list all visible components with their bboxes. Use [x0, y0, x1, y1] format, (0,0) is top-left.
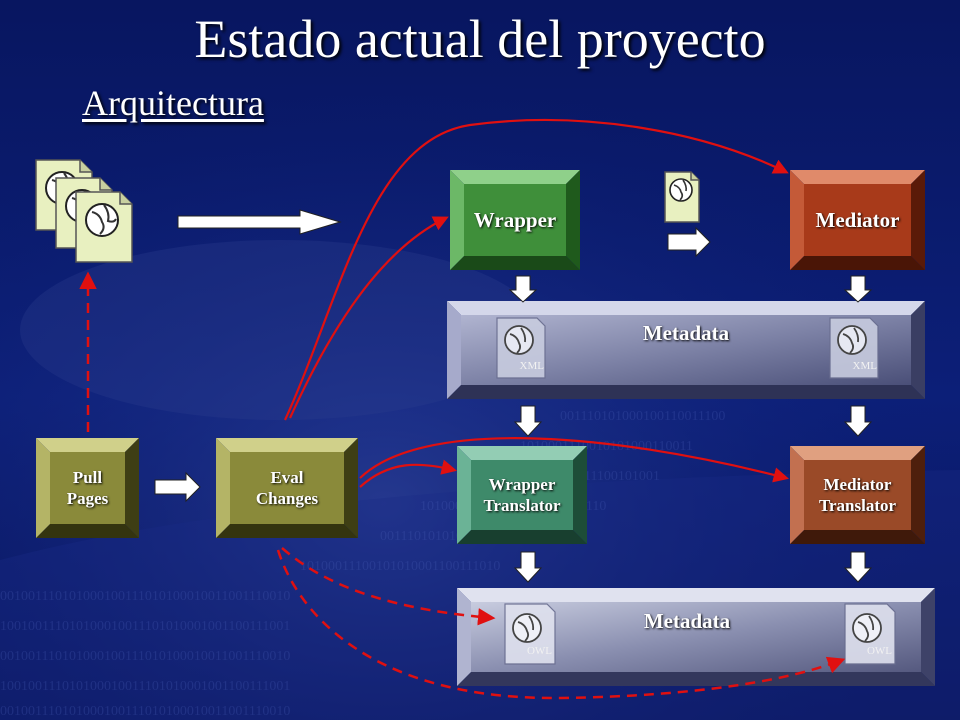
mediator-box — [790, 170, 925, 270]
owl-right-doc-icon — [844, 603, 896, 665]
meta-top-left-down-arrow — [513, 405, 543, 437]
eval-to-wrapper-arrow — [288, 216, 449, 419]
globe-document-icon — [664, 171, 700, 223]
eval-to-mediator-top-arrow — [283, 118, 789, 421]
wrapper-label: Wrapper — [473, 207, 557, 232]
xml-left-label: XML — [519, 360, 544, 372]
svg-text:100100111010100010011101010001: 1001001110101000100111010100010011001110… — [0, 619, 290, 634]
slide-subtitle: Arquitectura — [82, 83, 264, 123]
wrapper-translator-label: Wrapper Translator — [483, 474, 561, 515]
eval-changes-label: Eval Changes — [255, 467, 319, 508]
wrapper-down-arrow — [508, 275, 538, 303]
svg-text:001001110101000100111010100010: 0010011101010001001110101000100110011100… — [0, 704, 290, 719]
wrapper-box — [450, 170, 580, 270]
svg-text:001001110101000100111010100010: 0010011101010001001110101000100110011100… — [0, 649, 290, 664]
doc-to-mediator-arrow — [667, 226, 711, 258]
mediator-label: Mediator — [815, 207, 900, 232]
svg-text:001001110101000100111010100010: 0010011101010001001110101000100110011100… — [0, 589, 290, 604]
metadata-bottom-label: Metadata — [643, 608, 731, 633]
svg-text:100100111010100010011101010001: 1001001110101000100111010100010011001110… — [0, 679, 290, 694]
pages-to-wrapper-arrow — [177, 209, 342, 235]
mediator-translator-label: Mediator Translator — [818, 474, 897, 515]
wrapper-translator-box — [457, 446, 587, 544]
xml-left-doc-icon — [496, 317, 546, 379]
owl-right-label: OWL — [866, 645, 892, 657]
owl-left-label: OWL — [526, 645, 552, 657]
white-arrows — [154, 209, 873, 583]
wt-down-arrow — [513, 551, 543, 583]
pull-pages-label: Pull Pages — [66, 467, 109, 508]
svg-text:001110101000100110011100: 001110101000100110011100 — [560, 409, 725, 424]
mt-down-arrow — [843, 551, 873, 583]
pull-pages-box — [36, 438, 139, 538]
xml-right-label: XML — [852, 360, 877, 372]
meta-top-right-down-arrow — [843, 405, 873, 437]
eval-to-wrapper-translator-arrow — [359, 459, 457, 488]
svg-text:10100011100101010001100111010: 10100011100101010001100111010 — [300, 559, 500, 574]
globe-document-stack-icon — [35, 159, 133, 263]
pull-to-eval-arrow — [154, 471, 201, 503]
owl-left-doc-icon — [504, 603, 556, 665]
eval-to-owl-right-dashed-arrow — [276, 549, 846, 700]
mediator-down-arrow — [843, 275, 873, 303]
red-arrows — [283, 118, 789, 488]
xml-right-doc-icon — [829, 317, 879, 379]
mediator-translator-box — [790, 446, 925, 544]
eval-to-mediator-translator-arrow — [359, 437, 789, 483]
eval-changes-box — [216, 438, 358, 538]
red-dashed-arrows — [79, 271, 846, 700]
eval-to-owl-left-dashed-arrow — [281, 547, 496, 626]
slide-title: Estado actual del proyecto — [194, 9, 766, 69]
metadata-top-label: Metadata — [642, 320, 730, 345]
